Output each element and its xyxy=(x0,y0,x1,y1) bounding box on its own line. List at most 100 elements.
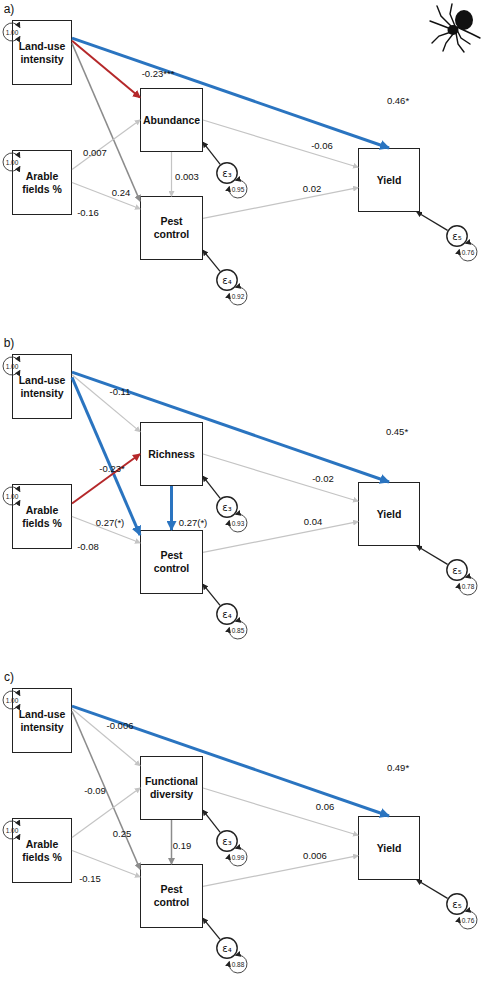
coefficient-label: -0.16 xyxy=(77,207,99,218)
circle-shape xyxy=(447,560,467,580)
variance-value: 0.76 xyxy=(462,249,475,256)
spider-leg xyxy=(456,28,470,44)
error-path xyxy=(417,880,448,898)
coefficient-label: -0.15 xyxy=(79,873,101,884)
error-path xyxy=(417,212,448,230)
error-term-label: ε₃ xyxy=(216,830,238,852)
path-coefficient-arrow xyxy=(203,856,358,887)
circle-shape xyxy=(217,604,237,624)
error-term-label: ε₅ xyxy=(446,225,468,247)
variable-box: Yield xyxy=(358,148,420,212)
variance-value: 0.76 xyxy=(462,917,475,924)
error-term-circle: ε₄ xyxy=(216,269,238,291)
path-coefficient-arrow xyxy=(72,706,389,816)
variance-value: 1.00 xyxy=(6,827,19,834)
variable-box: Land-use intensity xyxy=(12,354,72,419)
error-term-label: ε₄ xyxy=(216,937,238,959)
variable-box: Pest control xyxy=(140,864,203,928)
error-term-circle: ε₅ xyxy=(446,559,468,581)
coefficient-label: -0.09 xyxy=(84,785,106,796)
error-term-circle: ε₅ xyxy=(446,893,468,915)
spider-leg xyxy=(432,32,451,43)
variable-box: Arable fields % xyxy=(12,818,72,883)
coefficient-label: -0.02 xyxy=(312,473,334,484)
spider-leg xyxy=(443,34,453,51)
error-path xyxy=(203,810,220,832)
path-coefficient-arrow xyxy=(72,788,140,838)
coefficient-label: 0.45* xyxy=(386,426,408,437)
path-coefficient-arrow xyxy=(72,709,140,766)
circle-shape xyxy=(447,226,467,246)
path-coefficient-arrow xyxy=(203,788,358,835)
coefficient-label: 0.007 xyxy=(83,147,107,158)
coefficient-label: -0.23* xyxy=(99,463,124,474)
spider-leg xyxy=(450,4,455,26)
connector-group xyxy=(72,38,448,939)
coefficient-label: 0.19 xyxy=(173,840,192,851)
error-term-circle: ε₃ xyxy=(216,162,238,184)
coefficient-label: 0.04 xyxy=(304,516,323,527)
coefficient-label: -0.11 xyxy=(110,386,131,397)
variance-value: 1.00 xyxy=(6,697,19,704)
variable-box: Arable fields % xyxy=(12,484,72,549)
panel-label: c) xyxy=(4,670,14,684)
path-coefficient-arrow xyxy=(72,41,140,98)
variance-value: 0.99 xyxy=(232,854,245,861)
spider-abdomen xyxy=(455,10,473,30)
error-term-circle: ε₃ xyxy=(216,830,238,852)
coefficient-label: 0.02 xyxy=(303,183,322,194)
variable-name: Land-use intensity xyxy=(15,374,69,400)
path-coefficient-arrow xyxy=(72,372,389,482)
error-term-label: ε₄ xyxy=(216,269,238,291)
coefficient-label: -0.23*** xyxy=(142,68,175,79)
spider-leg xyxy=(456,33,464,52)
path-coefficient-arrow xyxy=(203,120,358,167)
path-coefficient-arrow xyxy=(72,711,140,869)
variance-value: 0.85 xyxy=(232,627,245,634)
path-coefficient-arrow xyxy=(72,38,389,148)
error-term-circle: ε₄ xyxy=(216,603,238,625)
coefficient-label: 0.49* xyxy=(387,762,409,773)
path-coefficient-arrow xyxy=(170,486,173,530)
path-coefficient-arrow xyxy=(72,377,140,535)
spider-head xyxy=(448,25,459,35)
circle-shape xyxy=(217,163,237,183)
variance-value: 0.93 xyxy=(232,520,245,527)
spider-leg xyxy=(430,21,451,29)
error-path xyxy=(203,476,220,498)
coefficient-label: -0.006 xyxy=(107,720,134,731)
coefficient-label: 0.06 xyxy=(316,801,335,812)
coefficient-label: -0.06 xyxy=(311,140,333,151)
coefficient-label: 0.27(*) xyxy=(96,517,125,528)
path-coefficient-arrow xyxy=(72,517,140,543)
error-path xyxy=(203,250,220,271)
error-term-label: ε₃ xyxy=(216,496,238,518)
coefficient-label: 0.006 xyxy=(303,850,327,861)
coefficient-label: 0.46* xyxy=(387,95,409,106)
coefficient-label: -0.08 xyxy=(77,541,99,552)
variable-box: Yield xyxy=(358,482,420,546)
path-coefficient-arrow xyxy=(203,522,358,553)
variance-value: 0.78 xyxy=(462,583,475,590)
spider-legs xyxy=(430,4,480,52)
path-coefficient-arrow xyxy=(72,43,140,201)
variance-value: 0.88 xyxy=(232,961,245,968)
variable-name: Arable fields % xyxy=(15,838,69,864)
circle-shape xyxy=(217,831,237,851)
variance-value: 1.00 xyxy=(6,29,19,36)
variable-name: Abundance xyxy=(143,114,200,127)
variable-name: Richness xyxy=(148,448,195,461)
variable-name: Land-use intensity xyxy=(15,40,69,66)
panel-label: b) xyxy=(4,336,15,350)
path-coefficient-arrow xyxy=(72,120,140,170)
variable-box: Land-use intensity xyxy=(12,20,72,85)
path-coefficient-arrow xyxy=(171,820,173,864)
variable-box: Abundance xyxy=(140,88,203,152)
spider-silhouette xyxy=(430,4,480,52)
error-term-circle: ε₄ xyxy=(216,937,238,959)
variable-name: Pest control xyxy=(143,549,200,575)
spider-leg xyxy=(457,27,480,38)
variable-name: Functional diversity xyxy=(143,775,200,801)
path-coefficient-arrow xyxy=(203,454,358,501)
